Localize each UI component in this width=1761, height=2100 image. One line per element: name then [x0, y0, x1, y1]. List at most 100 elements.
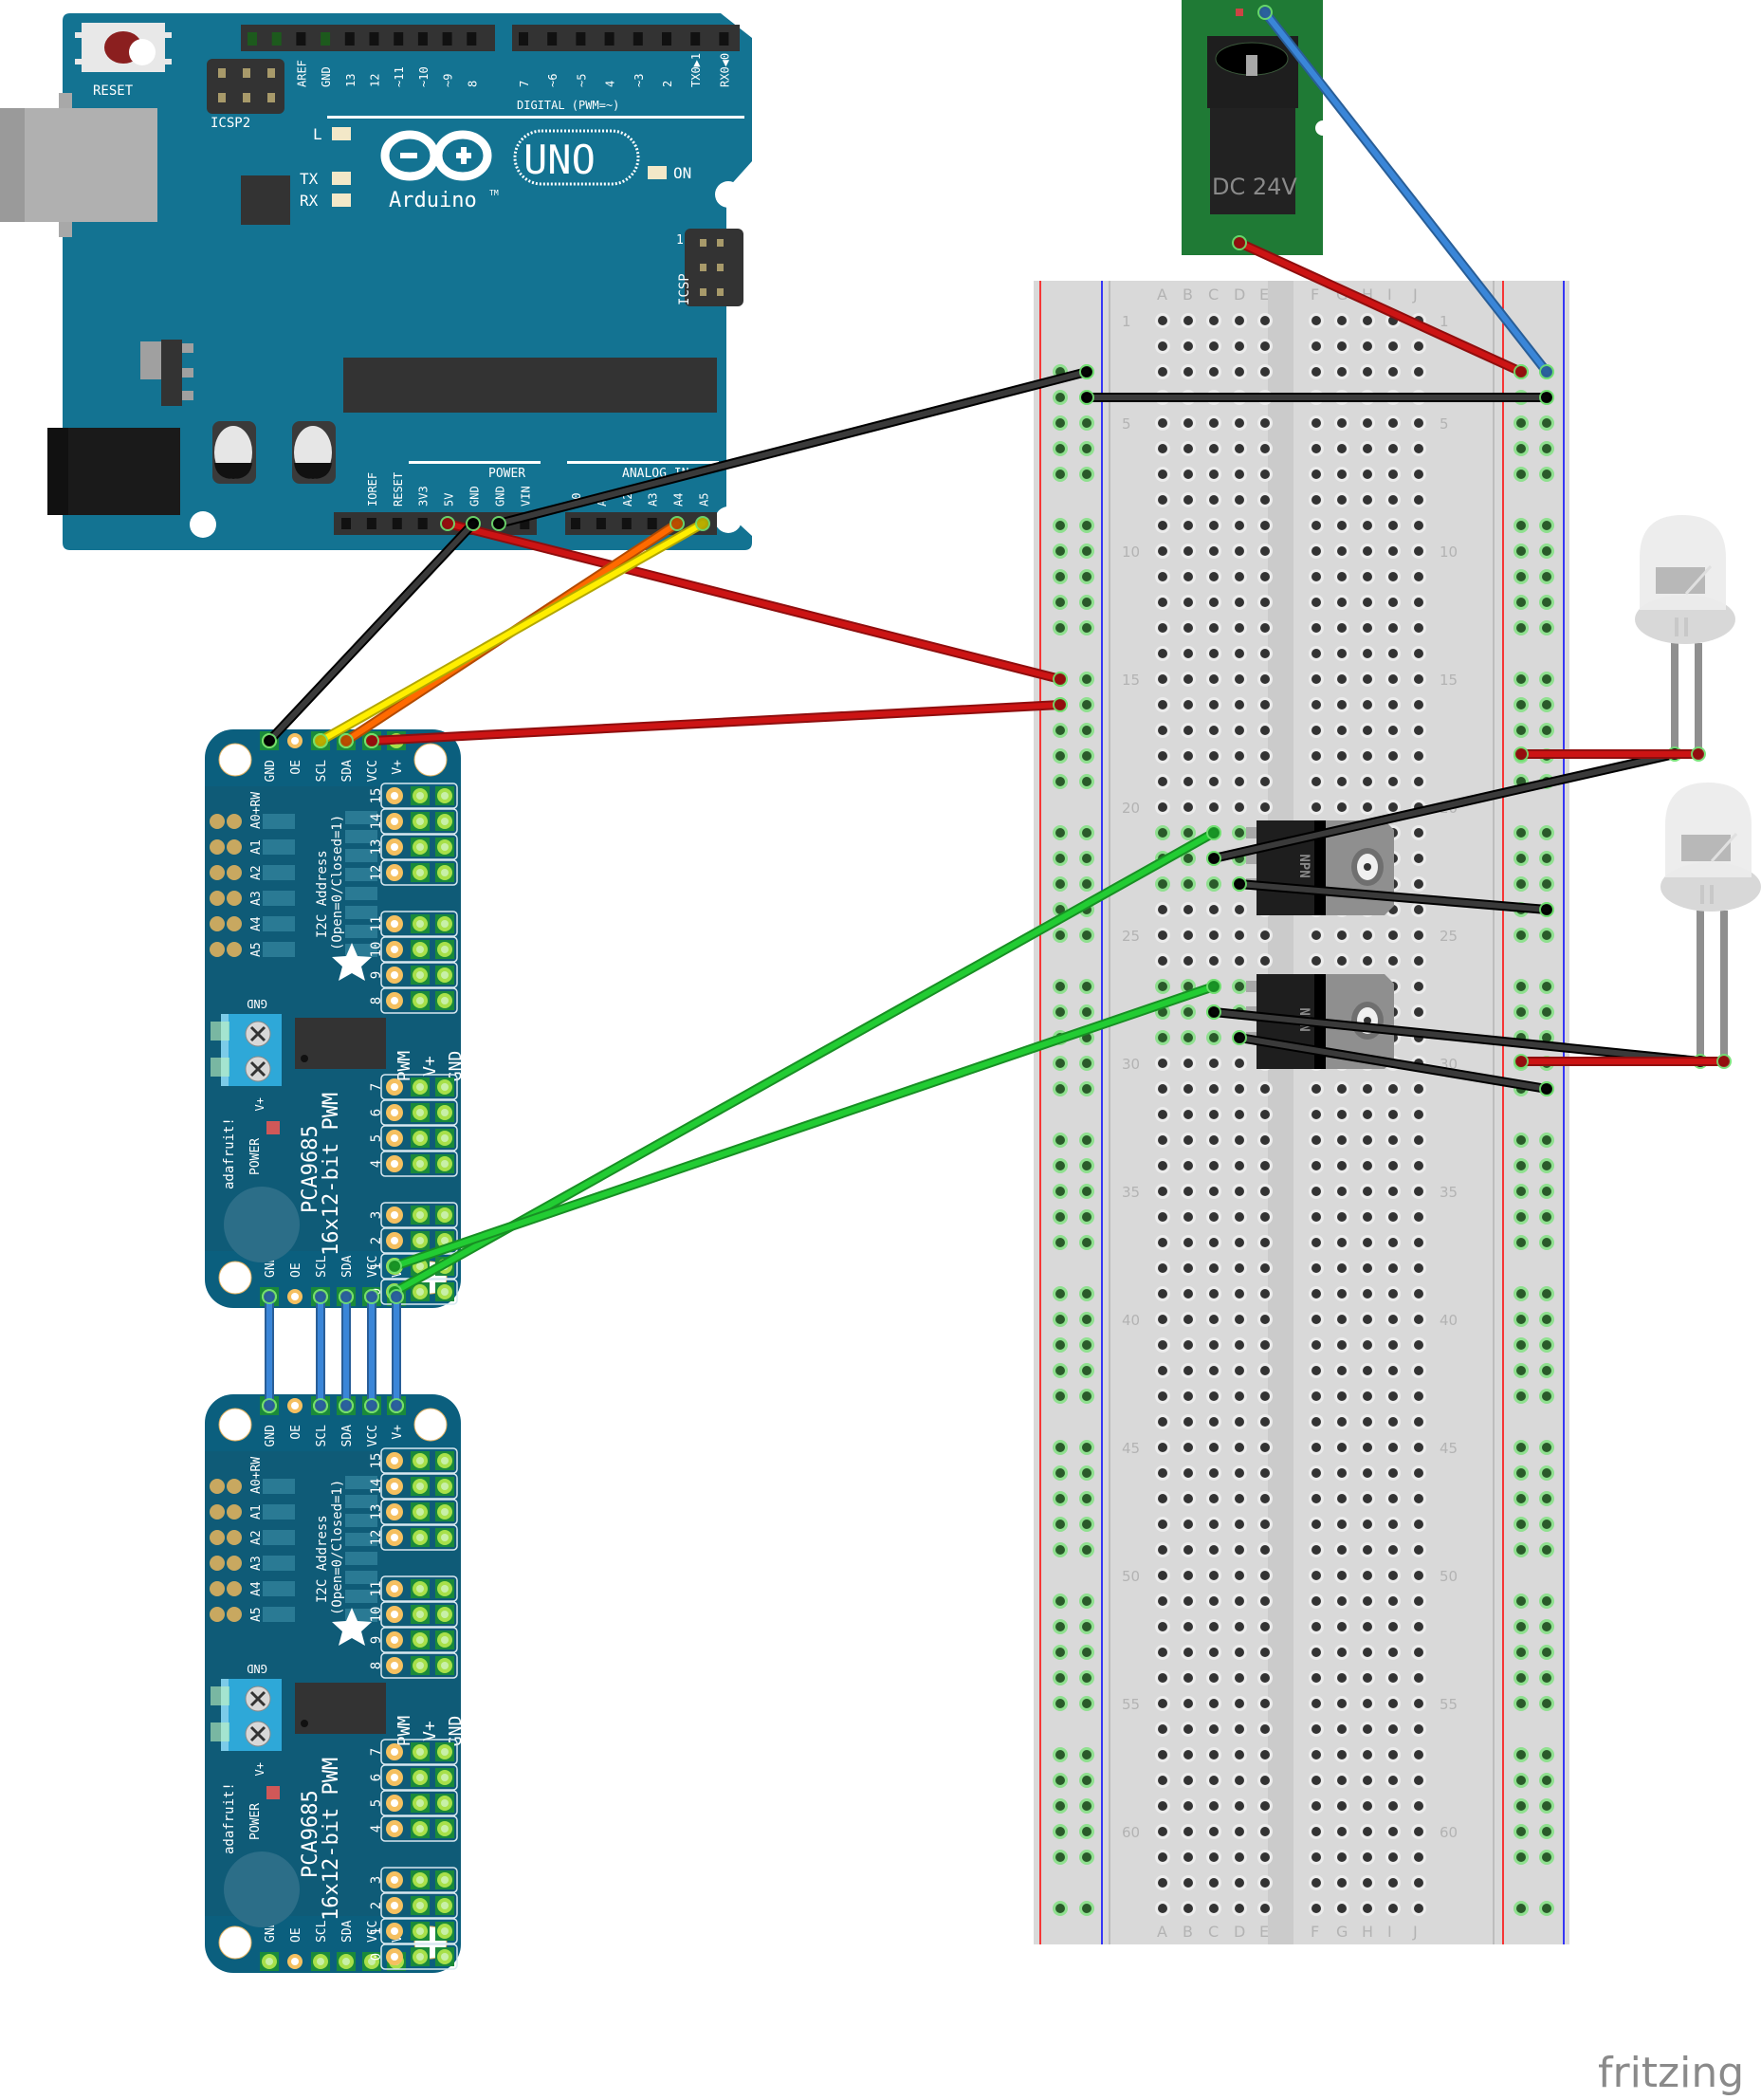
- breadboard-hole: [1337, 1571, 1347, 1580]
- led-dome: [1665, 783, 1752, 877]
- breadboard-hole: [1388, 726, 1398, 735]
- wire[interactable]: [387, 979, 1221, 1274]
- channel-pin-center: [416, 1457, 424, 1464]
- digital-pin-label: TX0▶1: [689, 53, 703, 87]
- wire[interactable]: [1232, 876, 1554, 917]
- wire-endpoint: [364, 733, 379, 748]
- rail-hole: [1516, 521, 1526, 530]
- breadboard-hole: [1363, 930, 1372, 940]
- digital-pin: [467, 32, 477, 46]
- breadboard-hole: [1235, 1084, 1244, 1094]
- wire[interactable]: [1232, 235, 1529, 379]
- wire[interactable]: [1513, 1054, 1732, 1069]
- wire-endpoint: [1206, 851, 1221, 866]
- wire-endpoint: [1206, 825, 1221, 840]
- breadboard-hole: [1414, 1699, 1423, 1708]
- channel-label: 2: [369, 1902, 384, 1909]
- pca-header-label: SDA: [340, 1425, 355, 1447]
- breadboard-hole: [1235, 1238, 1244, 1247]
- wire-endpoint: [1232, 876, 1247, 892]
- screw-slot-icon: [249, 1060, 266, 1078]
- breadboard-hole: [1414, 956, 1423, 966]
- resistor-array: [345, 1495, 377, 1508]
- wire[interactable]: [364, 1289, 379, 1413]
- row-label: 50: [1440, 1568, 1458, 1585]
- rail-hole: [1055, 905, 1065, 914]
- reset-pin: [164, 32, 172, 38]
- wire[interactable]: [1232, 1030, 1554, 1096]
- breadboard-hole: [1312, 1852, 1321, 1862]
- digital-pin-connected: [271, 32, 282, 46]
- wire[interactable]: [1079, 390, 1554, 405]
- breadboard-hole: [1183, 1827, 1193, 1836]
- icsp-pin: [717, 288, 724, 296]
- breadboard-hole: [1209, 1263, 1219, 1273]
- wire[interactable]: [364, 697, 1068, 748]
- breadboard-hole: [1183, 316, 1193, 325]
- digital-pin-label: ~5: [575, 74, 588, 87]
- usb-tab: [59, 222, 72, 237]
- rail-hole: [1055, 1187, 1065, 1196]
- breadboard-hole: [1183, 956, 1193, 966]
- breadboard-hole: [1260, 623, 1270, 633]
- breadboard-hole: [1363, 316, 1372, 325]
- breadboard-hole: [1235, 777, 1244, 786]
- led-indicator-rx: [332, 193, 351, 207]
- wire[interactable]: [491, 364, 1094, 531]
- rail-hole: [1516, 444, 1526, 453]
- address-resistor: [263, 942, 295, 957]
- address-jumper-pad: [227, 942, 242, 957]
- breadboard-hole: [1209, 1059, 1219, 1068]
- breadboard-hole: [1260, 1878, 1270, 1888]
- digital-section-label: DIGITAL (PWM=~): [517, 99, 619, 112]
- breadboard-hole: [1158, 1468, 1167, 1478]
- channel-outline: [380, 911, 458, 937]
- breadboard-hole: [1209, 1110, 1219, 1119]
- wire[interactable]: [389, 1289, 404, 1413]
- rail-hole: [1516, 674, 1526, 684]
- row-label: 40: [1440, 1312, 1458, 1329]
- breadboard-hole: [1363, 1776, 1372, 1785]
- breadboard-hole: [1183, 1161, 1193, 1170]
- breadboard-hole: [1260, 1699, 1270, 1708]
- breadboard-hole: [1235, 1571, 1244, 1580]
- breadboard-hole: [1158, 470, 1167, 479]
- address-resistor: [263, 814, 295, 829]
- wire[interactable]: [339, 1289, 354, 1413]
- wire[interactable]: [313, 516, 710, 748]
- channel-pin-center: [441, 1611, 449, 1618]
- wire[interactable]: [1257, 5, 1554, 379]
- breadboard-hole: [1158, 956, 1167, 966]
- wire[interactable]: [262, 1289, 277, 1413]
- rail-hole: [1516, 930, 1526, 940]
- breadboard-hole: [1388, 1776, 1398, 1785]
- led-leg-anode: [1720, 911, 1728, 1061]
- rail-hole: [1542, 470, 1551, 479]
- led-1: [1635, 515, 1735, 754]
- wire[interactable]: [313, 1289, 328, 1413]
- board-title: PCA9685: [299, 1125, 322, 1213]
- breadboard-hole: [1158, 367, 1167, 377]
- wire[interactable]: [1513, 746, 1706, 762]
- rail-hole: [1055, 546, 1065, 556]
- breadboard-hole: [1312, 316, 1321, 325]
- wire[interactable]: [440, 516, 1068, 687]
- wire-endpoint: [1079, 364, 1094, 379]
- breadboard-hole: [1312, 1545, 1321, 1555]
- rail-hole: [1055, 1212, 1065, 1222]
- pwm-pin-center: [391, 1109, 398, 1116]
- address-jumper-pad: [227, 1479, 242, 1494]
- breadboard-hole: [1183, 1059, 1193, 1068]
- wire-endpoint: [1513, 1054, 1529, 1069]
- rail-hole: [1082, 726, 1091, 735]
- breadboard-hole: [1260, 1366, 1270, 1375]
- breadboard-hole: [1158, 879, 1167, 889]
- breadboard-hole: [1209, 1135, 1219, 1145]
- wire-endpoint: [262, 733, 277, 748]
- wire-core: [318, 521, 706, 744]
- breadboard-hole: [1183, 1468, 1193, 1478]
- wire[interactable]: [262, 516, 481, 748]
- wire-endpoint: [1053, 697, 1068, 712]
- breadboard-hole: [1235, 1494, 1244, 1503]
